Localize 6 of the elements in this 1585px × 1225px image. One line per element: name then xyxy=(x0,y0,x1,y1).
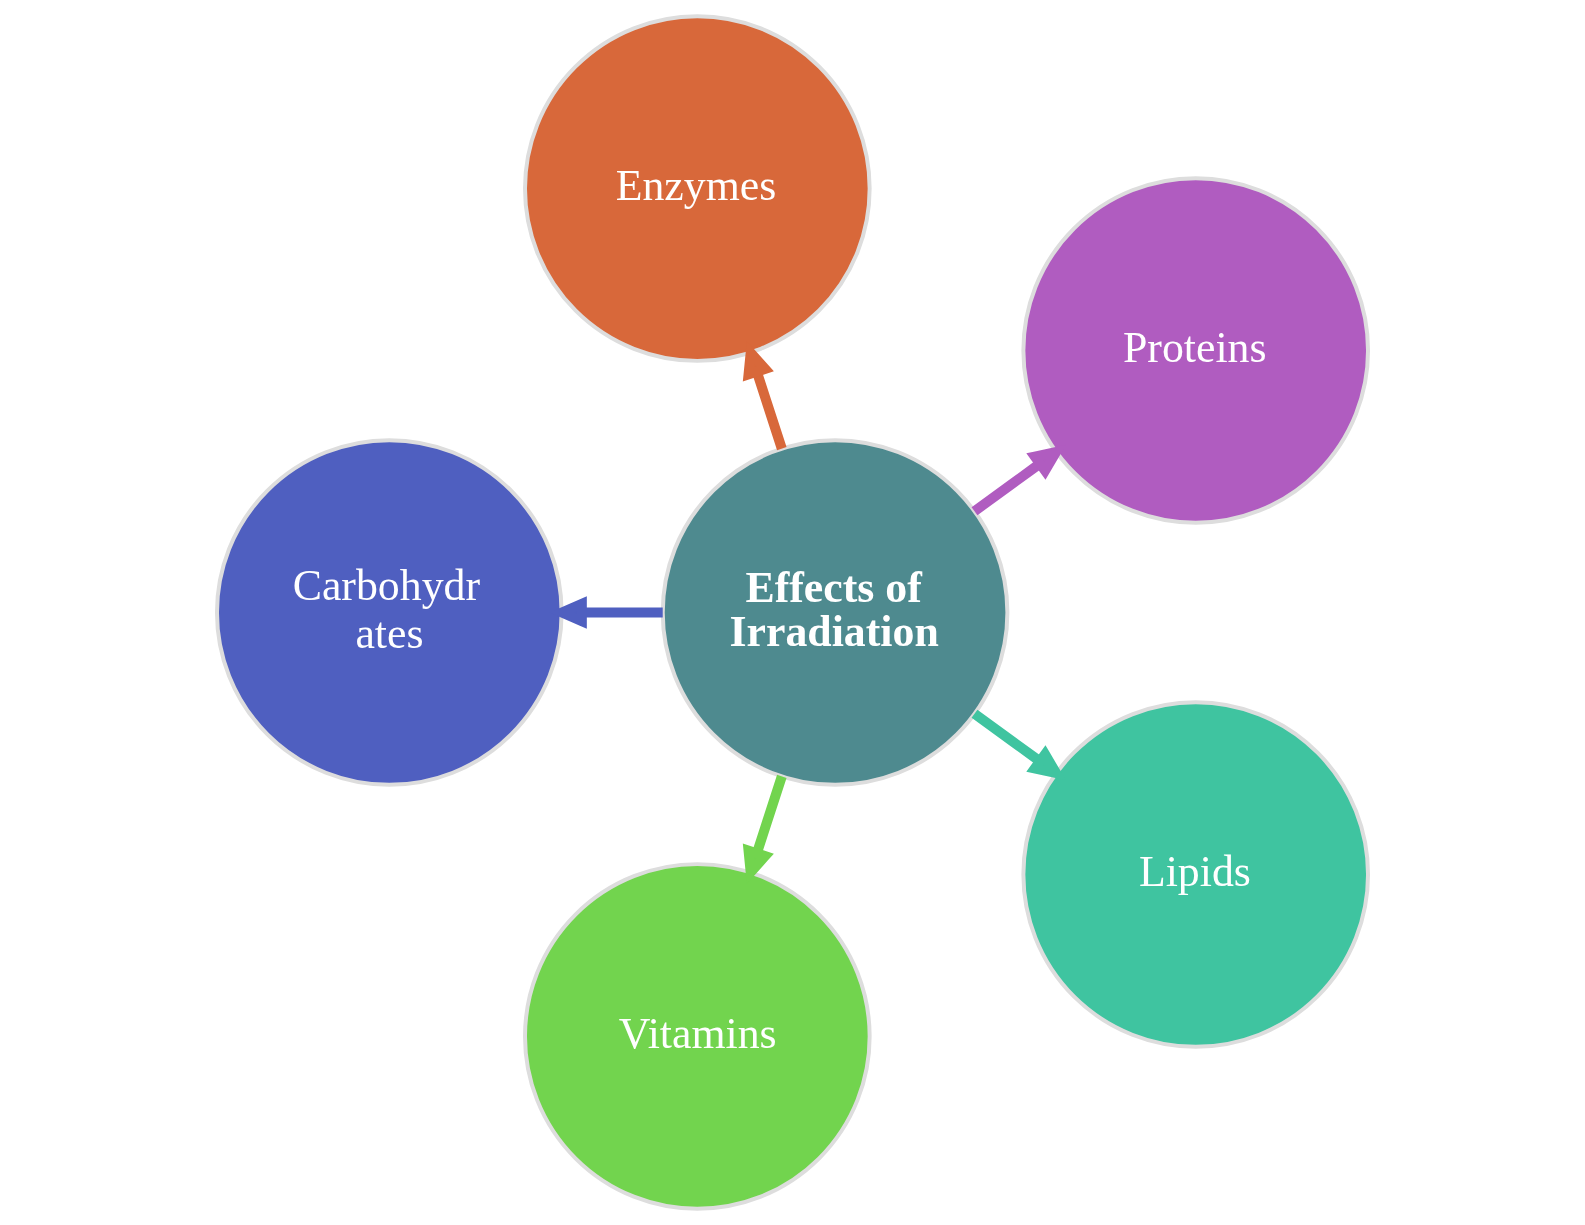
node-circle: Effects of Irradiation xyxy=(660,438,1010,787)
node-circle: Lipids xyxy=(1021,700,1370,1049)
node-circle: Enzymes xyxy=(523,14,872,363)
node-circle: Proteins xyxy=(1021,176,1370,525)
node-circle: Carbohydr ates xyxy=(215,438,564,787)
node-circle: Vitamins xyxy=(523,862,872,1211)
